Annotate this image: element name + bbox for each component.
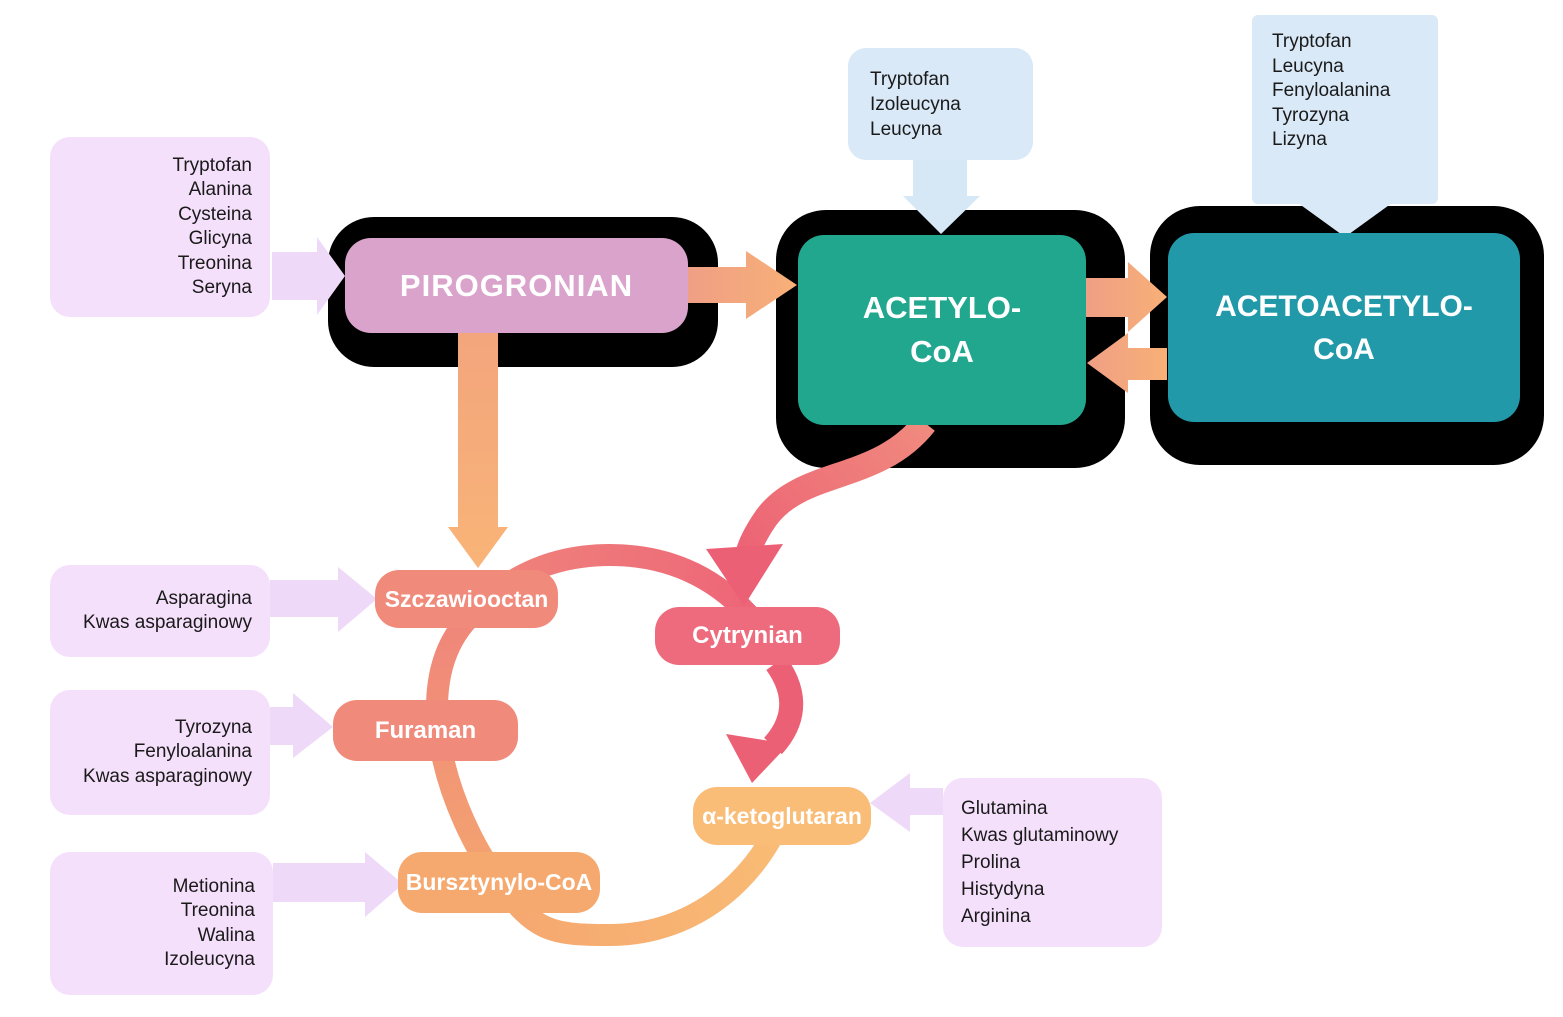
amino-line: Glutamina [961,798,1048,819]
acetylo-to-acetoacetylo-arrow [1086,262,1167,332]
succinyl-sources-box: Metionina Treonina Walina Izoleucyna [50,852,273,995]
callout-line: Lizyna [1272,129,1327,150]
node-szczawiooctan: Szczawiooctan [375,570,558,628]
bursztynylo-label: Bursztynylo-CoA [405,869,593,895]
ketoglutarate-sources-box: Glutamina Kwas glutaminowy Prolina Histy… [943,778,1162,947]
acetoacetylo-line1: ACETOACETYLO- [1215,289,1473,323]
amino-line: Arginina [961,906,1031,927]
ketoglutarate-sources-arrow [870,773,943,832]
callout-line: Izoleucyna [870,94,961,115]
succinyl-sources-arrow [273,852,403,917]
fumarate-sources-arrow [270,693,333,758]
amino-line: Izoleucyna [164,949,255,970]
amino-line: Tyrozyna [174,716,252,738]
furaman-label: Furaman [374,716,477,744]
amino-line: Treonina [177,252,252,274]
amino-line: Alanina [188,179,252,200]
ketoglutaran-label: α-ketoglutaran [702,802,862,829]
pirogronian-to-acetylo-arrow [688,251,797,319]
amino-line: Treonina [180,900,255,921]
acetylo-to-cytrynian-arrow [735,414,935,557]
amino-line: Fenyloalanina [133,741,252,763]
cytrynian-to-ketoglutaran-arrow [763,655,804,755]
callout-line: Leucyna [870,119,942,140]
cytrynian-label: Cytrynian [692,622,803,649]
amino-line: Tryptofan [172,154,252,176]
acetylo-line1: ACETYLO- [862,290,1022,325]
callout-line: Fenyloalanina [1272,80,1391,101]
node-bursztynylo-coa: Bursztynylo-CoA [398,852,600,913]
amino-line: Histydyna [961,879,1045,900]
acetylo-to-cytrynian-arrowhead [706,544,783,606]
amino-line: Kwas asparaginowy [83,765,252,787]
pirogronian-down-arrow [448,333,508,568]
callout-line: Tryptofan [870,69,950,90]
oxaloacetate-sources-box: Asparagina Kwas asparaginowy [50,565,270,657]
fumarate-sources-box: Tyrozyna Fenyloalanina Kwas asparaginowy [50,690,270,815]
node-furaman: Furaman [333,700,518,761]
amino-line: Prolina [961,852,1021,873]
acetyl-sources-callout: Tryptofan Izoleucyna Leucyna [848,48,1033,160]
cytrynian-to-ketoglutaran-arrowhead [726,734,789,783]
amino-line: Kwas asparaginowy [83,612,252,633]
pyruvate-sources-arrow [272,237,345,315]
callout-line: Tryptofan [1272,31,1352,52]
oxaloacetate-sources-arrow [270,567,377,632]
pyruvate-sources-box: Tryptofan Alanina Cysteina Glicyna Treon… [50,137,270,317]
acetoacetylo-line2: CoA [1313,332,1375,366]
callout-line: Tyrozyna [1272,104,1350,126]
amino-line: Walina [197,924,255,946]
acetoacetylo-to-acetylo-arrow [1087,333,1167,393]
acetyl-sources-arrow [903,160,980,234]
amino-line: Seryna [191,277,252,298]
amino-line: Glicyna [188,228,252,249]
acetoacetyl-sources-callout: Tryptofan Leucyna Fenyloalanina Tyrozyna… [1252,15,1438,204]
cycle-arc-bottom [490,811,793,947]
node-pirogronian: PIROGRONIAN [345,238,688,333]
node-alfa-ketoglutaran: α-ketoglutaran [693,787,871,845]
amino-line: Kwas glutaminowy [961,825,1119,846]
szczawiooctan-label: Szczawiooctan [384,585,549,612]
amino-line: Cysteina [178,203,252,225]
callout-line: Leucyna [1272,55,1344,77]
acetylo-line2: CoA [910,334,974,369]
node-acetoacetylo-coa: ACETOACETYLO- CoA [1168,233,1520,422]
amino-line: Metionina [172,875,255,897]
node-acetylo-coa-label: ACETYLO- CoA [863,286,1021,374]
node-acetylo-coa: ACETYLO- CoA [798,235,1086,425]
node-pirogronian-label: PIROGRONIAN [399,267,634,303]
node-cytrynian: Cytrynian [655,607,840,665]
amino-line: Asparagina [155,587,252,609]
node-acetoacetylo-coa-label: ACETOACETYLO- CoA [1215,285,1473,371]
